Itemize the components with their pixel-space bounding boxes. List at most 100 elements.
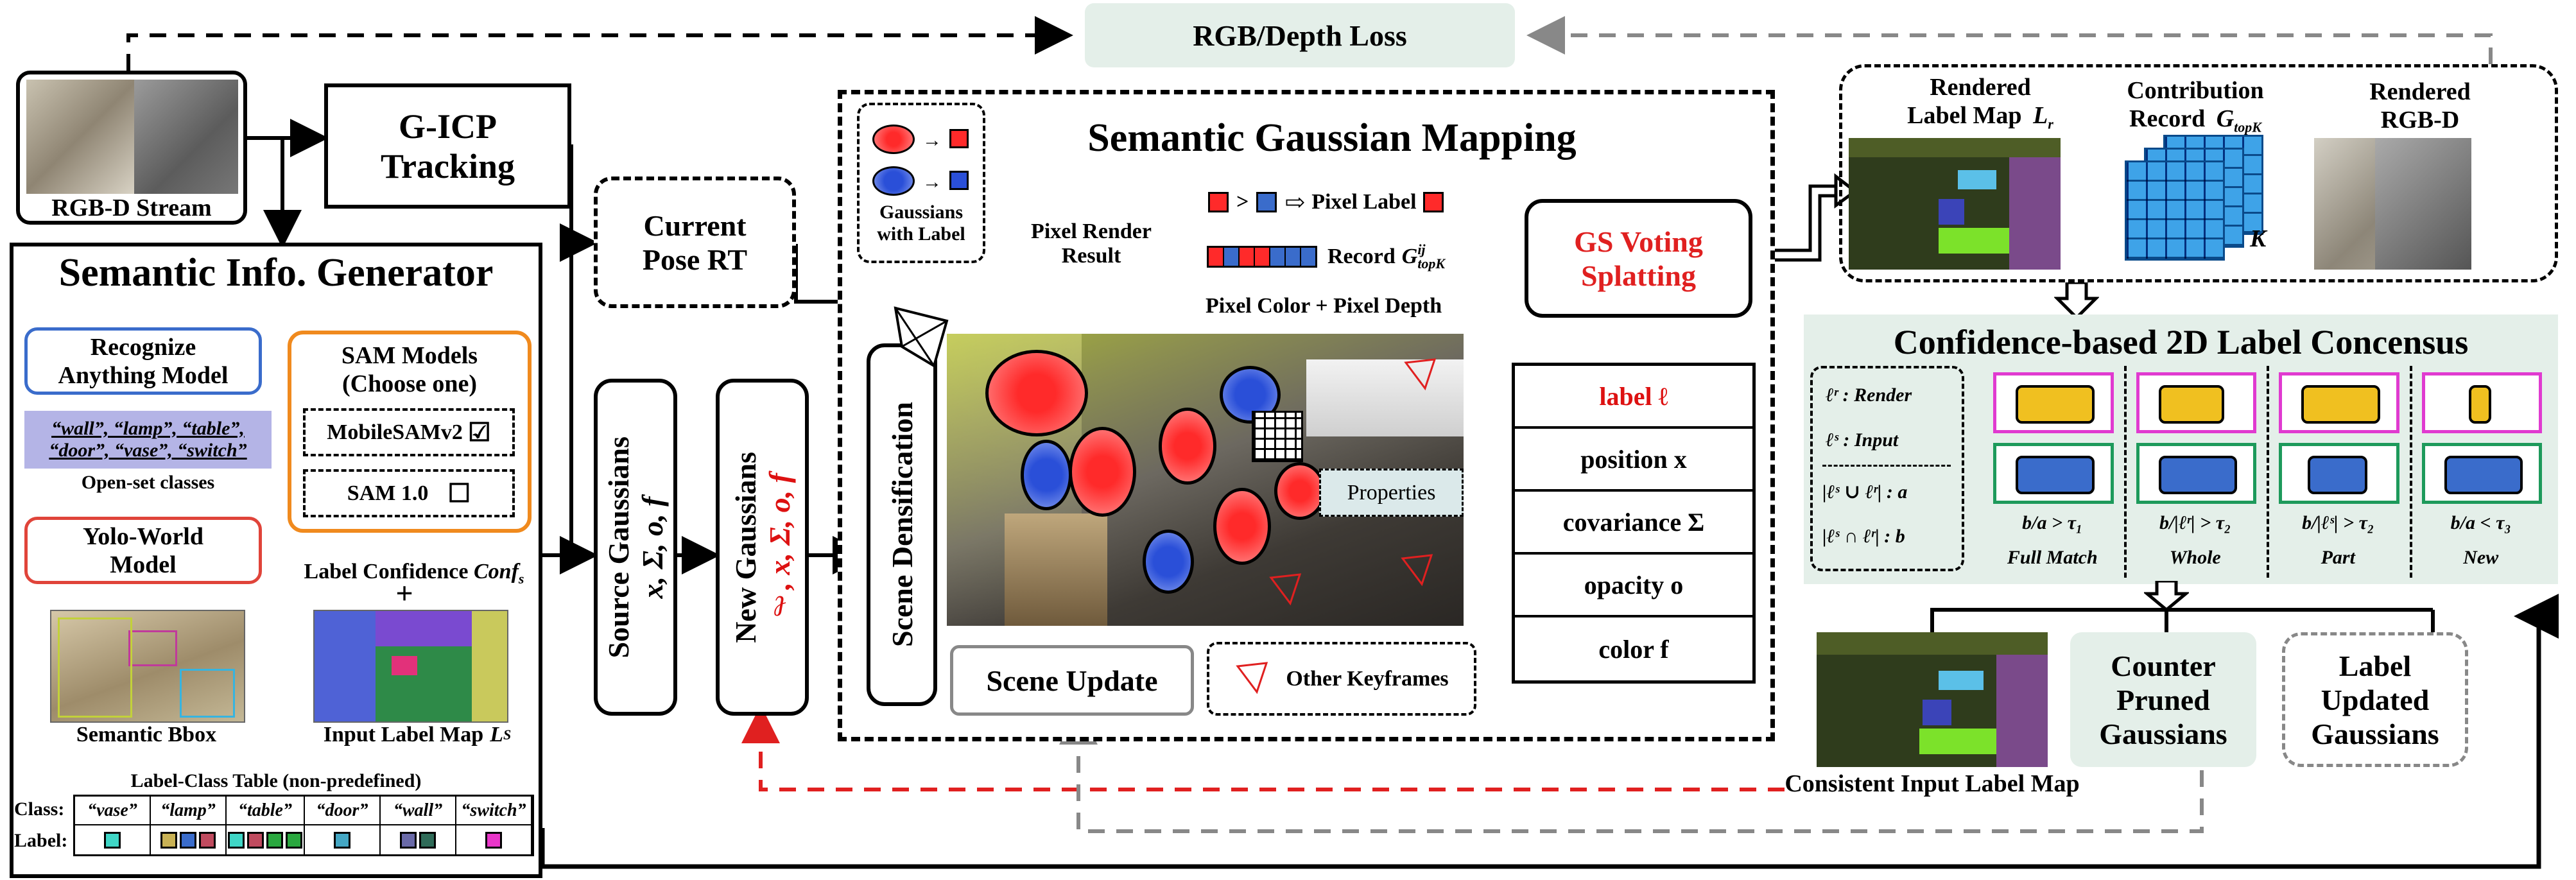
rgbd-stream-label: RGB-D Stream: [51, 194, 212, 221]
pixel-render-line2: Result: [1061, 244, 1121, 268]
down-arrow-icon: [2144, 581, 2189, 612]
pixel-label-row: > ⇨ Pixel Label: [1207, 186, 1496, 218]
label-color-cell: [305, 825, 381, 854]
down-arrow-icon: [2054, 282, 2099, 320]
label-class-table-title: Label-Class Table (non-predefined): [130, 770, 422, 791]
open-set-classes-box: “wall”, “lamp”, “table”, “door”, “vase”,…: [24, 411, 272, 469]
consensus-case-name: Full Match: [2007, 547, 2098, 568]
current-pose-line1: Current: [643, 209, 747, 242]
label-color-cell: [227, 825, 305, 854]
scene-densification-box: Scene Densification: [867, 343, 937, 706]
new-gaussians-box: New Gaussians ℓ, x, Σ, o, f: [716, 379, 809, 716]
input-label-shape: [2444, 456, 2523, 494]
conf-sub: s: [518, 570, 524, 587]
g-sub: topK: [2234, 119, 2261, 135]
input-label-frame: [2421, 443, 2542, 504]
class-row-label: Class:: [14, 798, 65, 820]
legend-render: ℓʳ : Render: [1826, 384, 1912, 406]
arrow-icon: ⇨: [1284, 189, 1306, 216]
render-label-frame: [1993, 372, 2114, 433]
unchecked-box-icon[interactable]: ☐: [447, 479, 471, 508]
label-color-swatch: [400, 831, 417, 849]
gaussians-with-label-legend: → → Gaussians with Label: [857, 103, 985, 263]
record-sup: ij: [1417, 241, 1426, 257]
input-label-map-image: [313, 610, 508, 723]
g-symbol: G: [2216, 105, 2235, 132]
source-gaussians-box: Source Gaussians x, Σ, o, f: [594, 379, 677, 716]
label-color-swatch: [419, 831, 436, 849]
class-cell: “vase”: [75, 797, 151, 825]
pixel-grid-icon: [1252, 411, 1303, 462]
rgb-depth-loss-label: RGB/Depth Loss: [1193, 19, 1407, 52]
gaussian-red-4: [1213, 488, 1271, 565]
plus-sign: +: [395, 576, 413, 610]
source-gaussians-label: Source Gaussians: [602, 436, 635, 659]
gicp-tracking-box: G-ICP Tracking: [324, 83, 571, 209]
updated-line3: Gaussians: [2311, 717, 2439, 750]
keyframe-icon: [1236, 661, 1268, 694]
pixel-color-depth-text: Pixel Color + Pixel Depth: [1206, 294, 1442, 318]
render-label-frame: [2279, 372, 2399, 433]
class-cell: “door”: [305, 797, 381, 825]
sam-models-box: SAM Models (Choose one) MobileSAMv2 ☑ SA…: [288, 331, 532, 533]
consistent-label-map-image: [1817, 632, 2048, 767]
lr-symbol: L: [2033, 101, 2048, 129]
gs-voting-line2: Splatting: [1581, 259, 1696, 292]
label-row-label: Label:: [14, 830, 68, 851]
gicp-line1: G-ICP: [399, 107, 497, 146]
counter-line3: Gaussians: [2099, 717, 2227, 750]
render-label-shape: [2158, 385, 2224, 424]
gaussian-red-2: [1069, 427, 1136, 517]
gwl-line2: with Label: [877, 223, 965, 245]
rgbd-stream-box: RGB-D Stream: [16, 71, 247, 225]
class-table-grid: “vase”“lamp”“table”“door”“wall”“switch”: [73, 795, 534, 856]
generator-title: Semantic Info. Generator: [58, 250, 494, 295]
pixel-render-line1: Pixel Render: [1031, 220, 1152, 243]
scene-update-box: Scene Update: [950, 645, 1194, 716]
label-color-cell: [381, 825, 456, 854]
input-label-frame: [1993, 443, 2114, 504]
property-item: label ℓ: [1515, 366, 1752, 429]
label-class-table: Class: Label: “vase”“lamp”“table”“door”“…: [14, 795, 534, 859]
legend-intersection: |ℓˢ ∩ ℓʳ| : b: [1822, 526, 1905, 547]
sam-title-line1: SAM Models: [341, 342, 478, 369]
legend-input: ℓˢ : Input: [1826, 429, 1899, 451]
consensus-condition: b/|ℓʳ| > τ₂: [2159, 512, 2231, 533]
rendered-label-map-line1: Rendered: [1930, 73, 2031, 101]
open-set-label: Open-set classes: [81, 472, 215, 493]
sam-title-line2: (Choose one): [341, 370, 478, 397]
label-color-swatch: [286, 831, 302, 849]
current-pose-box: Current Pose RT: [594, 177, 796, 308]
consensus-condition: b/a > τ₁: [2022, 512, 2083, 533]
gaussian-blue-1: [1021, 440, 1072, 510]
mobilesam-option[interactable]: MobileSAMv2 ☑: [303, 408, 515, 456]
render-label-shape: [2301, 385, 2380, 424]
label-color-swatch: [104, 831, 121, 849]
consensus-condition: b/a < τ₃: [2450, 512, 2511, 533]
sam1-option[interactable]: SAM 1.0 ☐: [303, 469, 515, 517]
property-item: position x: [1515, 429, 1752, 492]
class-cell: “table”: [227, 797, 305, 825]
input-label-frame: [2136, 443, 2256, 504]
keyframe-icon: [1269, 573, 1302, 606]
semantic-bbox-image: [50, 610, 245, 723]
label-confidence-text: Label Confidence: [304, 560, 469, 583]
label-color-swatch: [334, 831, 350, 849]
consensus-condition: b/|ℓˢ| > τ₂: [2302, 512, 2374, 533]
input-label-shape: [2158, 456, 2237, 494]
class-cell: “wall”: [381, 797, 456, 825]
mapping-title: Semantic Gaussian Mapping: [1087, 116, 1577, 160]
property-item: opacity o: [1515, 555, 1752, 617]
render-label-shape: [2016, 385, 2095, 424]
yolo-line2: Model: [110, 551, 177, 578]
checked-box-icon[interactable]: ☑: [467, 418, 491, 447]
property-item: color f: [1598, 634, 1669, 664]
keyframe-icon: [1404, 358, 1437, 391]
counter-line2: Pruned: [2116, 683, 2210, 716]
label-color-swatch: [180, 831, 196, 849]
rgb-depth-loss-box: RGB/Depth Loss: [1085, 3, 1515, 67]
rendered-rgbd-line2: RGB-D: [2380, 107, 2460, 134]
